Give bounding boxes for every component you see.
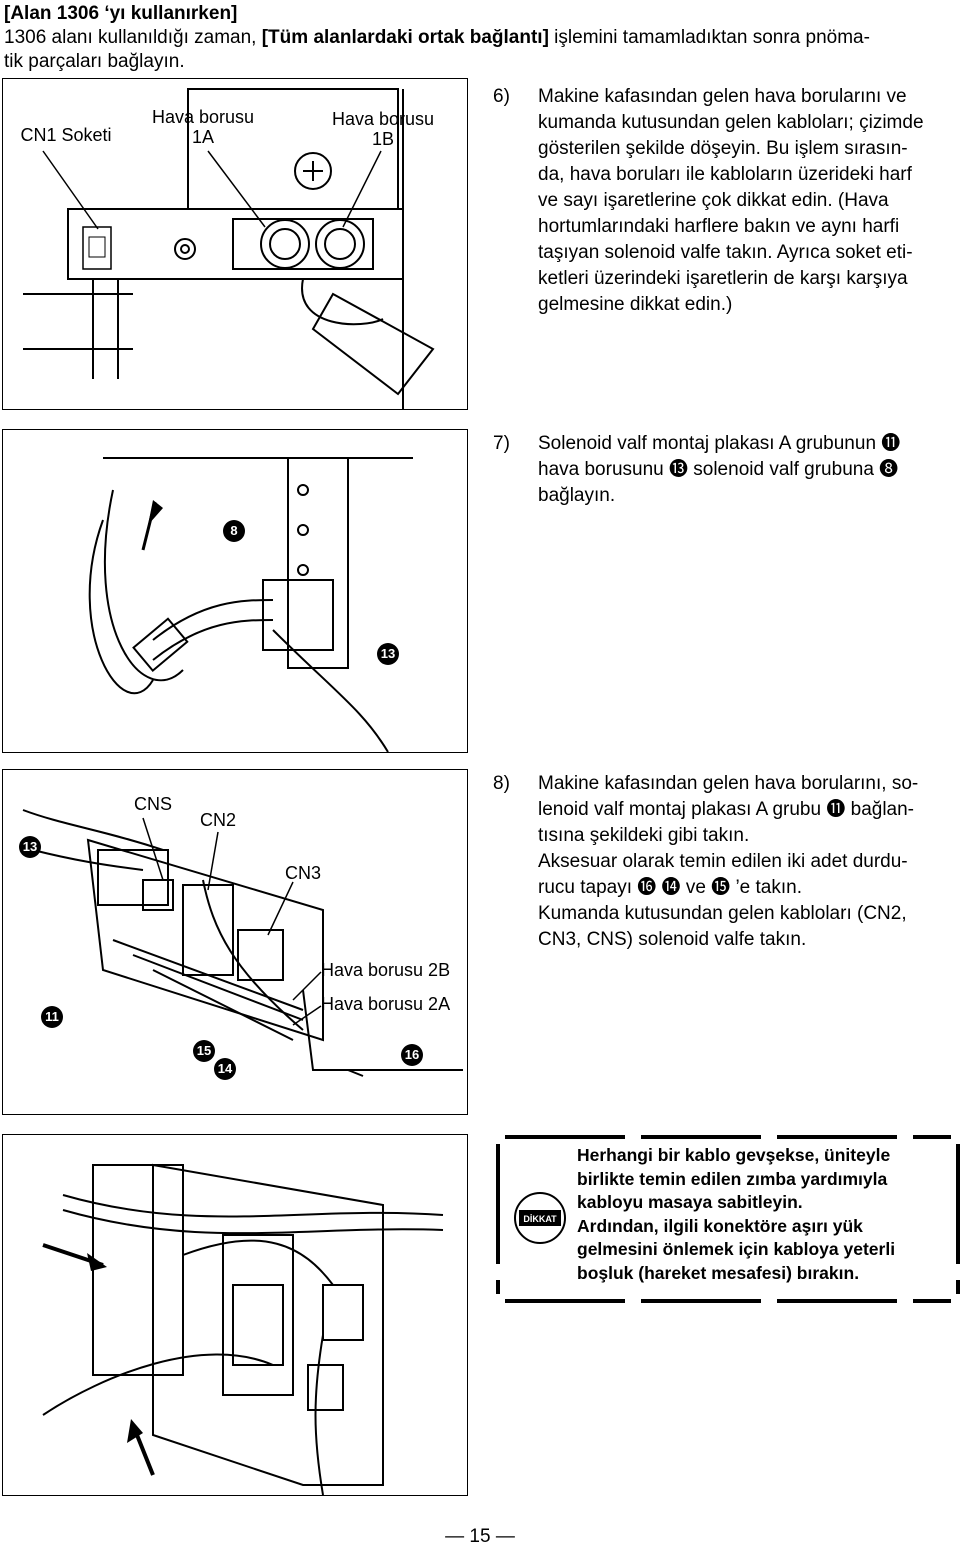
dikkat-icon: [514, 1192, 566, 1244]
callout-16: 16: [401, 1044, 423, 1066]
figure-4-drawing: [42, 1163, 444, 1495]
callout-11: 11: [41, 1006, 63, 1028]
dikkat-icon-label: DİKKAT: [523, 1214, 557, 1224]
figure-2-drawing: [88, 457, 413, 752]
step-6: 6) Makine kafasından gelen hava boruları…: [493, 84, 958, 324]
step-7-text: Solenoid valf montaj plakası A grubunun …: [538, 433, 901, 506]
step-6-text: Makine kafasından gelen hava borularını …: [538, 86, 924, 315]
step-8: 8) Makine kafasından gelen hava boruları…: [493, 771, 958, 961]
heading-title: [Alan 1306 ‘yı kullanırken]: [4, 3, 238, 24]
heading-line-2: tik parçaları bağlayın.: [4, 51, 185, 72]
callout-8: 8: [223, 520, 245, 542]
step-7: 7) Solenoid valf montaj plakası A grubun…: [493, 431, 958, 511]
label-air-tube-2a: Hava borusu 2A: [321, 994, 451, 1014]
label-cn2: CN2: [199, 810, 236, 830]
callout-14: 14: [214, 1058, 236, 1080]
step-7-number: 7): [493, 433, 510, 454]
figure-3-valve-plate: CNS CN2 CN3 Hava borusu 2B Hava borusu 2…: [2, 769, 468, 1115]
heading-line-1: 1306 alanı kullanıldığı zaman, [Tüm alan…: [4, 27, 870, 48]
callout-13: 13: [19, 836, 41, 858]
caution-frame: [496, 1135, 960, 1303]
label-air-tube-2b: Hava borusu 2B: [321, 960, 451, 980]
step-8-text: Makine kafasından gelen hava borularını,…: [538, 773, 919, 950]
page-number: — 15 —: [445, 1526, 515, 1547]
figure-2-solenoid-valf: 8 13: [2, 429, 468, 753]
step-8-number: 8): [493, 773, 510, 794]
figure-1-drawing: [23, 88, 435, 409]
callout-13: 13: [377, 643, 399, 665]
figure-3-drawing: [22, 809, 463, 1077]
section-heading: [Alan 1306 ‘yı kullanırken] 1306 alanı k…: [4, 2, 954, 74]
callout-15: 15: [193, 1040, 215, 1062]
label-cn3: CN3: [284, 863, 321, 883]
figure-4-cable-fixing: [2, 1134, 468, 1496]
step-6-number: 6): [493, 86, 510, 107]
label-cn1-socket: CN1 Soketi: [20, 125, 112, 145]
label-cns: CNS: [133, 794, 172, 814]
